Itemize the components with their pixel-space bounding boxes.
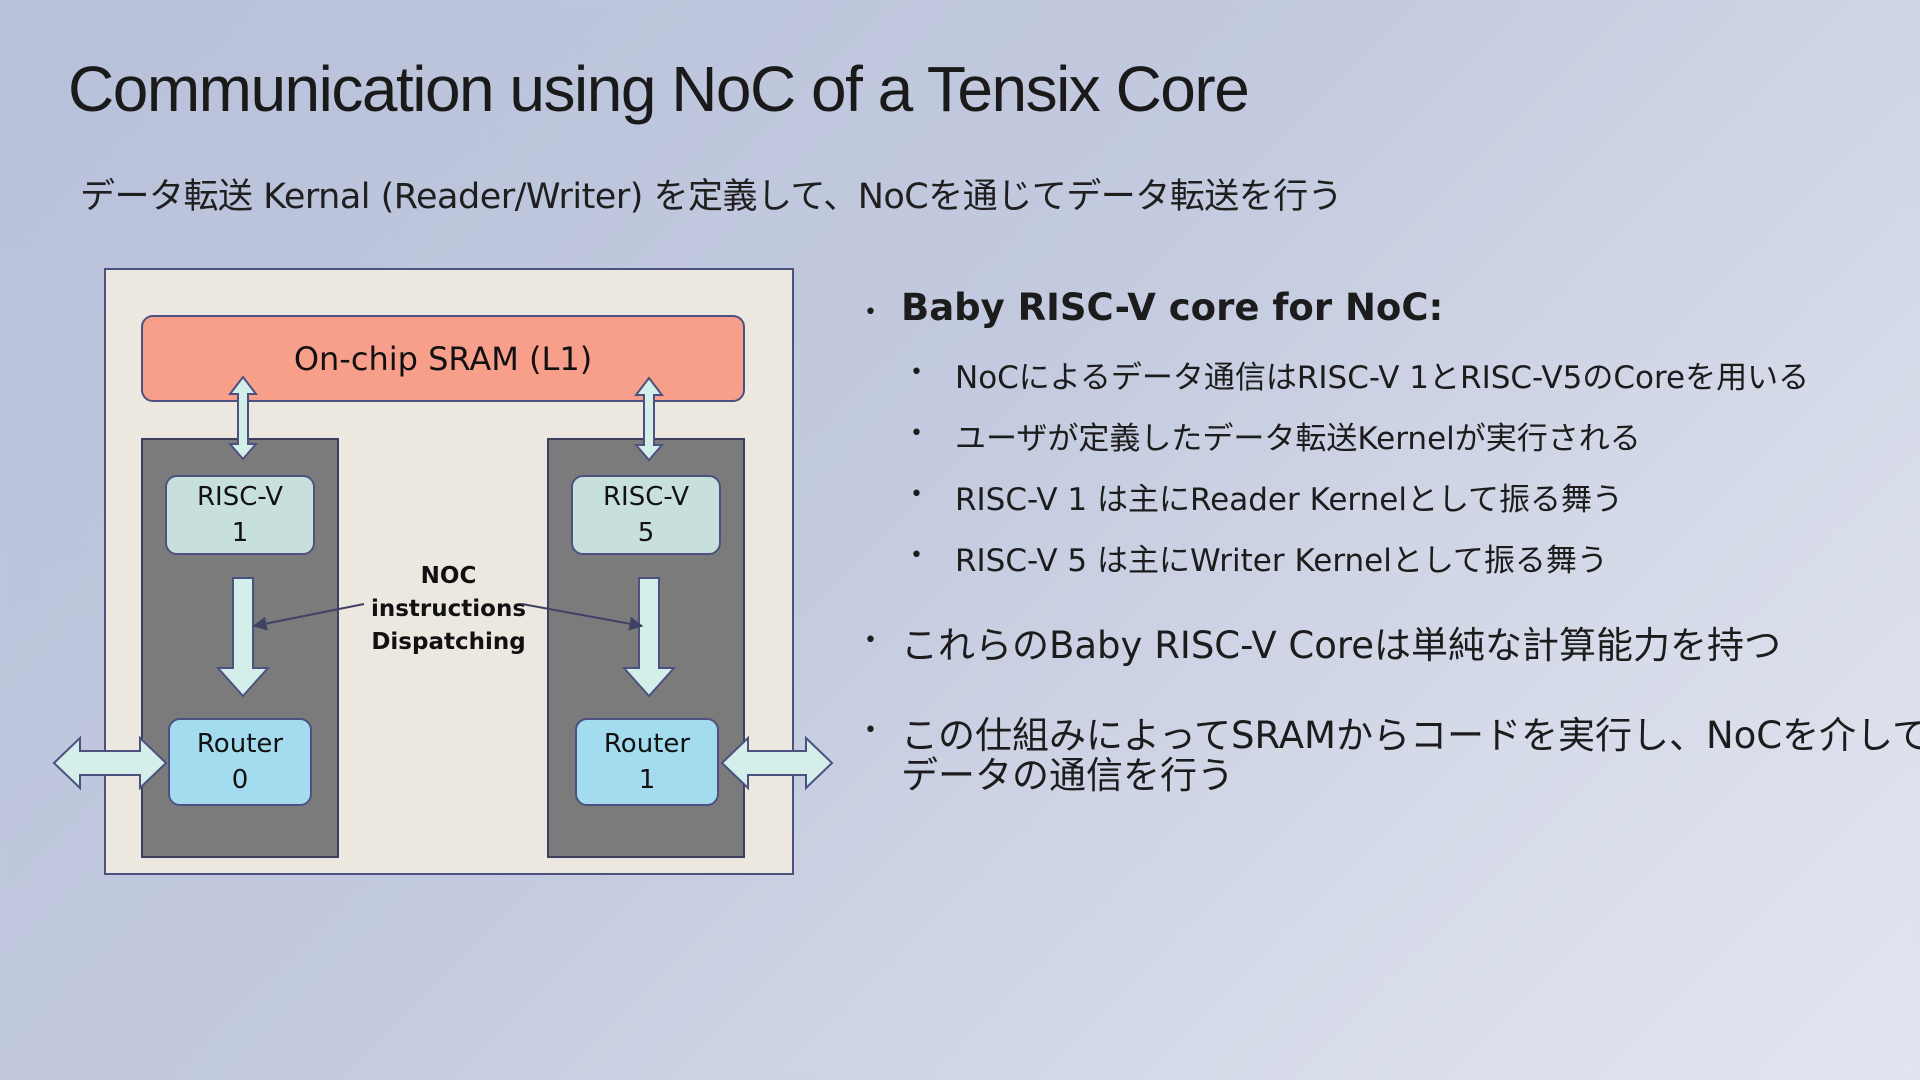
bullet-dot: • [864, 300, 877, 325]
sub-bullet-item: ユーザが定義したデータ転送Kernelが実行される [955, 421, 1641, 457]
risc-v-1-block: RISC-V 1 [165, 475, 315, 555]
slide-title: Communication using NoC of a Tensix Core [68, 53, 1250, 125]
sub-bullet-dot: • [910, 360, 923, 385]
sub-bullet-item: RISC-V 5 は主にWriter Kernelとして振る舞う [955, 543, 1608, 579]
router-1-block: Router 1 [575, 718, 719, 806]
risc-v-1-number: 1 [231, 518, 249, 548]
risc-v-1-label: RISC-V [196, 482, 284, 512]
risc-v-5-label: RISC-V [602, 482, 690, 512]
sub-bullet-item: NoCによるデータ通信はRISC-V 1とRISC-V5のCoreを用いる [955, 360, 1810, 396]
sub-bullet-dot: • [910, 482, 923, 507]
bullet-dot: • [864, 718, 877, 743]
router-0-label: Router [196, 729, 284, 759]
noc-label-line2: instructions [370, 596, 527, 622]
sram-label: On-chip SRAM (L1) [293, 339, 593, 378]
router-1-number: 1 [638, 765, 656, 795]
router-0-block: Router 0 [168, 718, 312, 806]
router-0-number: 0 [231, 765, 249, 795]
slide-subtitle: データ転送 Kernal (Reader/Writer) を定義して、NoCを通… [80, 177, 1343, 217]
risc-v-5-block: RISC-V 5 [571, 475, 721, 555]
sub-bullet-dot: • [910, 543, 923, 568]
noc-dispatch-label: NOC instructions Dispatching [366, 560, 531, 659]
bullet-dot: • [864, 628, 877, 653]
bullet-item-3-line1: この仕組みによってSRAMからコードを実行し、NoCを介して [901, 714, 1920, 757]
risc-v-5-number: 5 [637, 518, 655, 548]
noc-label-line3: Dispatching [371, 629, 526, 655]
sub-bullet-item: RISC-V 1 は主にReader Kernelとして振る舞う [955, 482, 1624, 518]
router-1-label: Router [603, 729, 691, 759]
bullet-heading: Baby RISC-V core for NoC: [901, 286, 1444, 329]
bullet-item-3-line2: データの通信を行う [901, 754, 1234, 797]
bullet-item-2: これらのBaby RISC-V Coreは単純な計算能力を持つ [901, 624, 1782, 667]
noc-label-line1: NOC [420, 563, 477, 589]
sram-block: On-chip SRAM (L1) [141, 315, 745, 402]
sub-bullet-dot: • [910, 421, 923, 446]
